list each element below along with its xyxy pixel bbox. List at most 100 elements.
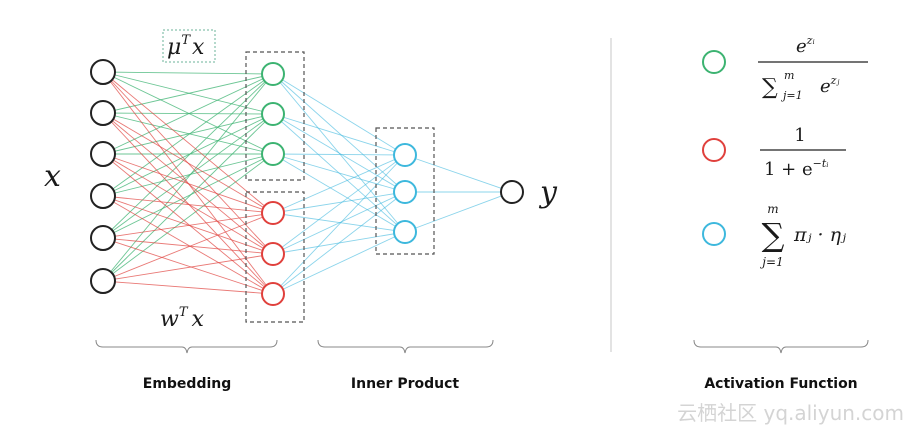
blue-edge xyxy=(272,153,406,193)
mu-label-box xyxy=(162,29,216,63)
activation-section-label: Activation Function xyxy=(704,376,857,392)
green-edge xyxy=(102,71,274,115)
red-edge xyxy=(102,253,274,282)
input-to-w-edges xyxy=(102,71,274,295)
w-node xyxy=(261,201,285,225)
input-node xyxy=(90,183,116,209)
red-edge xyxy=(102,212,274,239)
green-edge xyxy=(102,113,274,155)
svg-text:j=1: j=1 xyxy=(780,89,803,102)
input-node xyxy=(90,268,116,294)
blue-edge xyxy=(272,153,406,233)
svg-text:m: m xyxy=(767,202,778,216)
green-edge xyxy=(102,113,274,239)
inner-product-node xyxy=(393,180,417,204)
green-edge xyxy=(102,73,274,282)
watermark: 云栖社区 yq.aliyun.com xyxy=(677,401,904,425)
legend-red-node xyxy=(702,138,726,162)
red-edge xyxy=(102,237,274,295)
svg-text:1: 1 xyxy=(794,125,805,146)
sum-formula: m ∑ j=1 πⱼ · ηⱼ xyxy=(759,202,846,269)
inner-product-node xyxy=(393,143,417,167)
w-node xyxy=(261,242,285,266)
blue-edge xyxy=(272,191,406,295)
blue-edge xyxy=(272,154,406,214)
red-edge xyxy=(102,153,274,295)
legend-blue-node xyxy=(702,222,726,246)
svg-text:m: m xyxy=(784,69,794,82)
blue-edge xyxy=(272,154,406,295)
inner-product-node xyxy=(393,220,417,244)
svg-text:j=1: j=1 xyxy=(759,255,783,269)
input-to-mu-edges xyxy=(102,71,274,282)
embedding-section-label: Embedding xyxy=(143,376,232,392)
red-edge xyxy=(102,153,274,255)
green-edge xyxy=(102,153,274,197)
input-node xyxy=(90,100,116,126)
mu-node xyxy=(261,62,285,86)
inner-product-group-box xyxy=(375,127,435,255)
red-edge xyxy=(102,153,274,214)
blue-edge xyxy=(272,191,406,214)
embedding-to-inner-edges xyxy=(272,73,406,295)
red-edge xyxy=(102,71,274,214)
red-edge xyxy=(102,237,274,255)
w-group-box xyxy=(245,191,305,323)
green-edge xyxy=(102,73,274,239)
input-label: x xyxy=(44,159,61,194)
embedding-brace xyxy=(95,339,278,354)
mu-label: μTx xyxy=(167,33,205,60)
green-edge xyxy=(102,153,274,239)
green-edge xyxy=(102,71,274,75)
svg-text:∑: ∑ xyxy=(762,216,785,254)
blue-edge xyxy=(272,73,406,193)
green-edge xyxy=(102,71,274,155)
input-nodes xyxy=(90,59,116,294)
mu-node xyxy=(261,102,285,126)
inner-product-section-label: Inner Product xyxy=(351,376,459,392)
svg-text:1 + e−tᵢ: 1 + e−tᵢ xyxy=(764,157,829,180)
green-edge xyxy=(102,113,274,197)
output-edge xyxy=(404,191,513,233)
green-edge xyxy=(102,112,274,155)
green-edge xyxy=(102,153,274,282)
blue-edge xyxy=(272,154,406,255)
red-edge xyxy=(102,195,274,295)
blue-edge xyxy=(272,113,406,156)
red-edge xyxy=(102,280,274,295)
legend-green-node xyxy=(702,50,726,74)
mu-embedding-nodes xyxy=(261,62,285,166)
green-edge xyxy=(102,112,274,115)
blue-edge xyxy=(272,113,406,193)
w-node xyxy=(261,282,285,306)
activation-brace xyxy=(693,339,869,354)
red-edge xyxy=(102,195,274,255)
red-edge xyxy=(102,112,274,214)
blue-edge xyxy=(272,212,406,233)
inner-product-nodes xyxy=(393,143,417,244)
output-node-circle xyxy=(500,180,524,204)
input-node xyxy=(90,59,116,85)
mu-group-box xyxy=(245,51,305,181)
svg-text:πⱼ · ηⱼ: πⱼ · ηⱼ xyxy=(793,224,846,246)
softmax-formula: ezᵢ ∑ m j=1 ezⱼ xyxy=(758,34,868,102)
blue-edge xyxy=(272,73,406,156)
input-node xyxy=(90,141,116,167)
output-label: y xyxy=(538,175,558,210)
red-edge xyxy=(102,212,274,282)
blue-edge xyxy=(272,231,406,295)
blue-edge xyxy=(272,191,406,255)
green-edge xyxy=(102,113,274,282)
red-edge xyxy=(102,195,274,214)
green-edge xyxy=(102,73,274,197)
svg-text:ezᵢ: ezᵢ xyxy=(796,34,815,57)
blue-edge xyxy=(272,153,406,156)
svg-text:ezⱼ: ezⱼ xyxy=(820,74,839,97)
output-node xyxy=(500,180,524,204)
green-edge xyxy=(102,73,274,114)
output-edge xyxy=(404,154,513,193)
inner-product-brace xyxy=(317,339,494,354)
green-edge xyxy=(102,73,274,155)
